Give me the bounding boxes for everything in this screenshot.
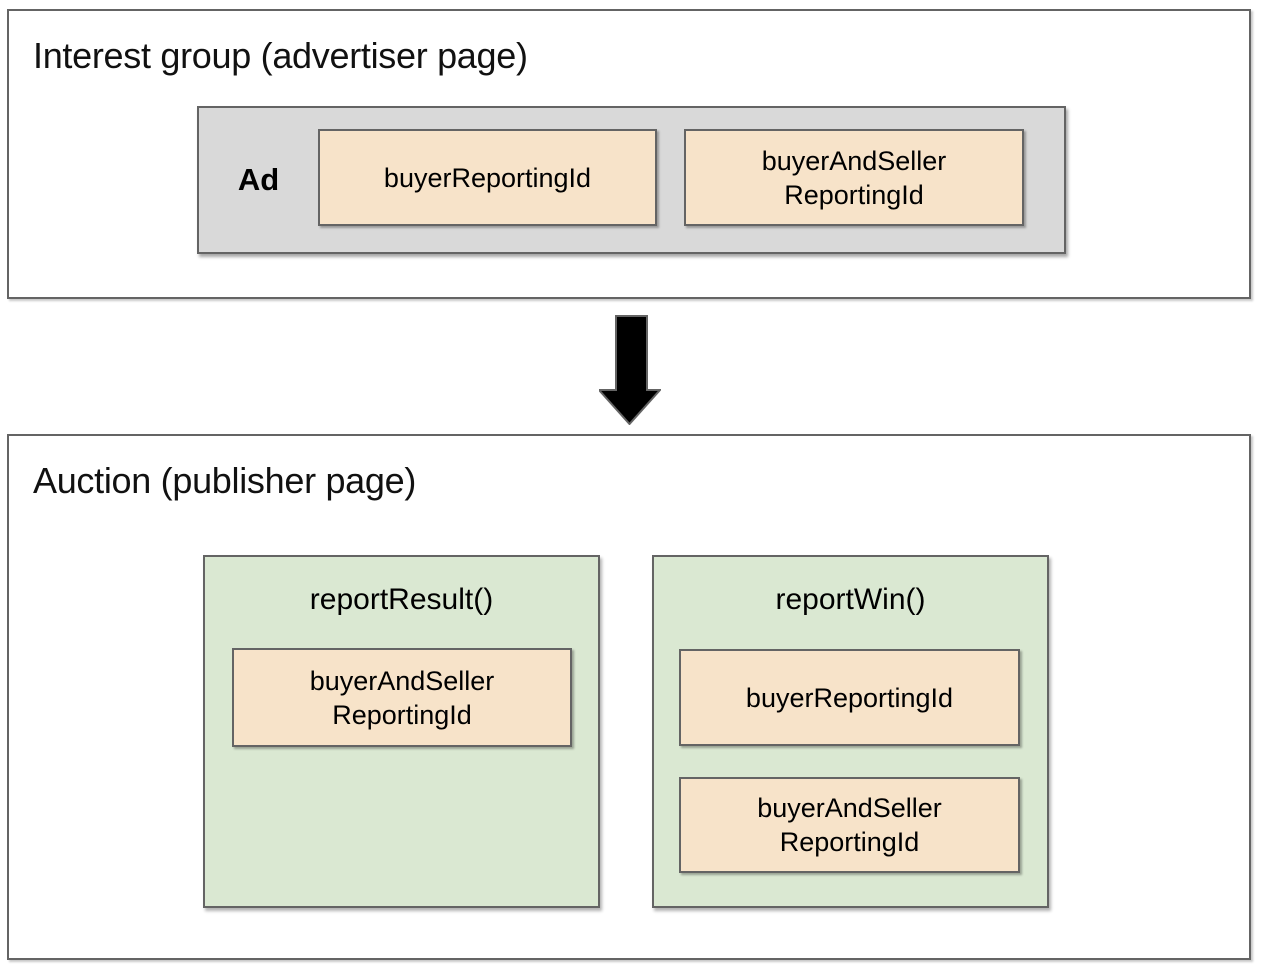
auction-section: Auction (publisher page) reportResult() … (7, 434, 1251, 960)
buyer-reporting-id-chip: buyerReportingId (318, 129, 657, 226)
down-arrow-icon (599, 315, 661, 425)
buyer-and-seller-reporting-id-chip: buyerAndSeller ReportingId (679, 777, 1020, 873)
report-win-box: reportWin() buyerReportingId buyerAndSel… (652, 555, 1049, 908)
report-result-label: reportResult() (309, 583, 494, 616)
ad-box: Ad buyerReportingId buyerAndSeller Repor… (197, 106, 1066, 254)
ad-label: Ad (237, 162, 280, 197)
buyer-reporting-id-chip: buyerReportingId (679, 649, 1020, 746)
buyer-and-seller-reporting-id-chip: buyerAndSeller ReportingId (684, 129, 1024, 226)
report-win-label: reportWin() (775, 583, 926, 616)
report-result-box: reportResult() buyerAndSeller ReportingI… (203, 555, 600, 908)
interest-group-title: Interest group (advertiser page) (33, 35, 528, 76)
buyer-and-seller-reporting-id-chip: buyerAndSeller ReportingId (232, 648, 572, 747)
auction-title: Auction (publisher page) (33, 460, 417, 501)
interest-group-section: Interest group (advertiser page) Ad buye… (7, 9, 1251, 299)
